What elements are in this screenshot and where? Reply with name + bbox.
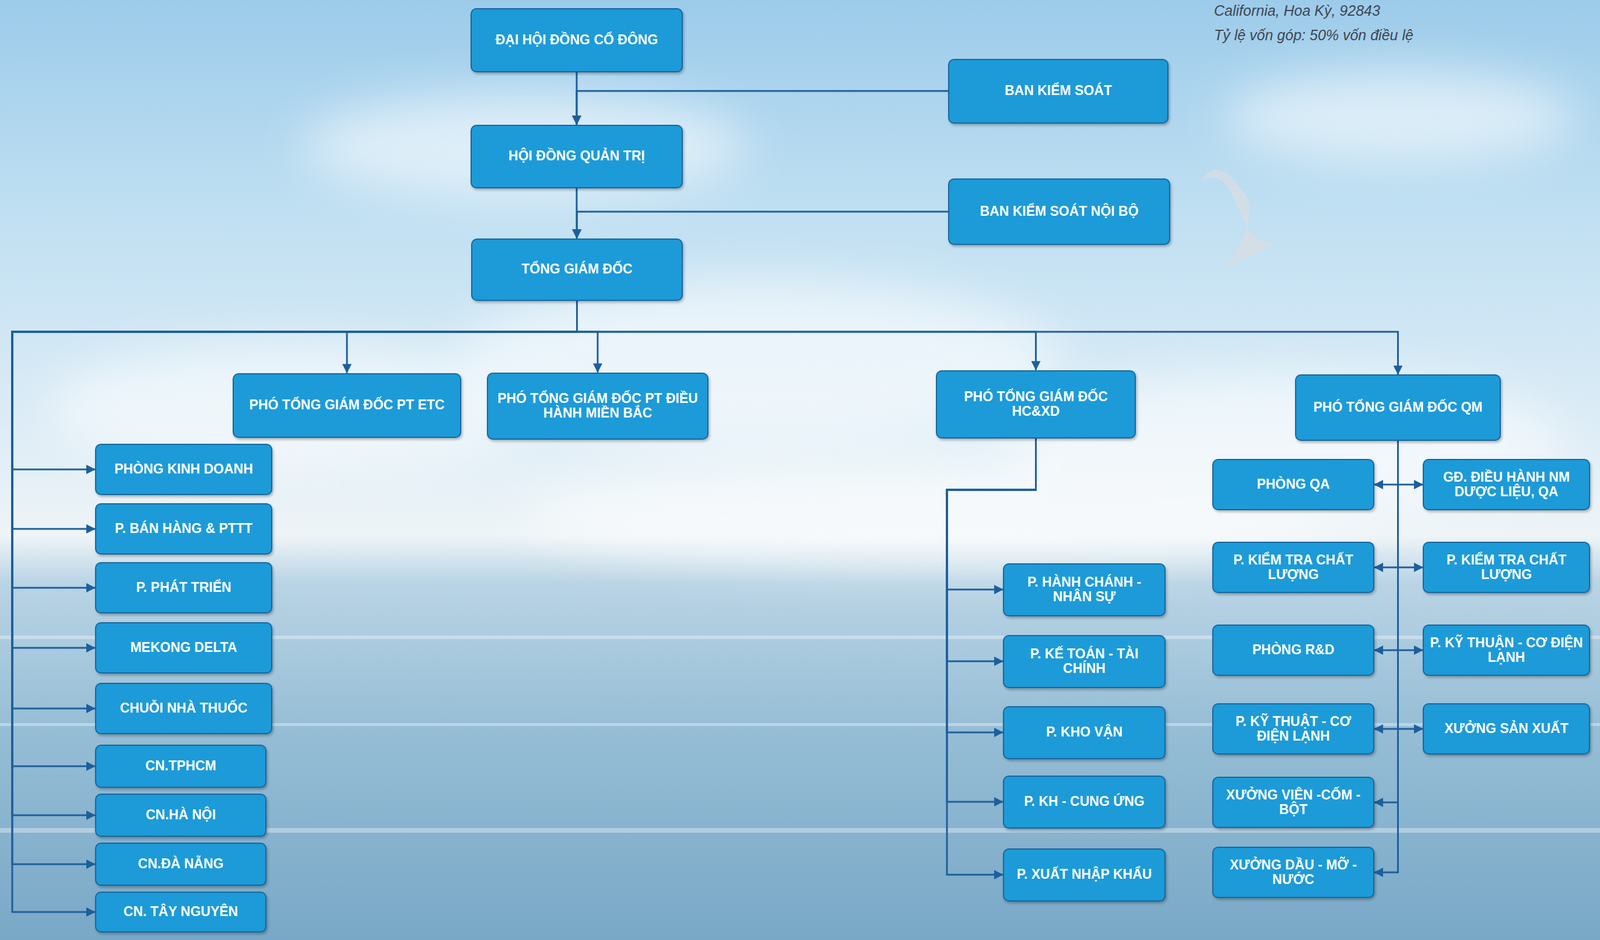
- org-box: P. KIỂM TRA CHẤT LƯỢNG: [1422, 541, 1591, 594]
- org-box: TỔNG GIÁM ĐỐC: [471, 238, 683, 301]
- connector: [12, 300, 578, 767]
- connector: [576, 90, 949, 125]
- box-label: XƯỞNG DẦU - MỠ - NƯỚC: [1218, 857, 1369, 888]
- box-label: P. KIỂM TRA CHẤT LƯỢNG: [1218, 552, 1369, 583]
- connector: [346, 300, 578, 374]
- org-box: GĐ. ĐIỀU HÀNH NM DƯỢC LIỆU, QA: [1422, 458, 1591, 511]
- org-box: P. XUẤT NHẬP KHẨU: [1002, 848, 1166, 902]
- connector: [1374, 440, 1399, 803]
- connector: [577, 211, 949, 239]
- box-label: PHÒNG KINH DOANH: [114, 461, 254, 477]
- org-box: CN. TÂY NGUYÊN: [95, 891, 267, 933]
- org-box: XƯỞNG DẦU - MỠ - NƯỚC: [1212, 846, 1375, 898]
- org-box: P. HÀNH CHÁNH - NHÂN SỰ: [1002, 563, 1166, 617]
- org-box: P. KẾ TOÁN - TÀI CHÍNH: [1002, 634, 1166, 689]
- connector: [577, 300, 599, 373]
- box-label: CN.HÀ NỘI: [145, 807, 216, 823]
- org-box: P. KIỂM TRA CHẤT LƯỢNG: [1212, 541, 1375, 594]
- org-box: BAN KIỂM SOÁT NỘI BỘ: [948, 178, 1171, 245]
- org-box: P. PHÁT TRIỂN: [95, 562, 273, 614]
- connector: [12, 300, 578, 710]
- box-label: PHÓ TỔNG GIÁM ĐỐC PT ĐIỀU HÀNH MIỀN BẮC: [492, 391, 703, 421]
- box-label: P. XUẤT NHẬP KHẨU: [1016, 867, 1153, 882]
- box-label: P. KHO VẬN: [1046, 724, 1123, 740]
- org-box: CN.HÀ NỘI: [95, 793, 267, 837]
- org-box: PHÒNG QA: [1212, 458, 1375, 511]
- box-label: CN.TPHCM: [145, 758, 216, 774]
- box-label: BAN KIỂM SOÁT: [1004, 83, 1112, 98]
- org-box: PHÓ TỔNG GIÁM ĐỐC HC&XD: [935, 370, 1136, 439]
- org-box: CN.TPHCM: [95, 744, 267, 788]
- org-box: P. KHO VẬN: [1002, 706, 1166, 760]
- box-label: MEKONG DELTA: [130, 640, 237, 655]
- org-box: P. BÁN HÀNG & PTTT: [95, 503, 273, 555]
- box-label: XƯỞNG SẢN XUẤT: [1444, 721, 1569, 736]
- org-box: XƯỞNG SẢN XUẤT: [1422, 703, 1591, 755]
- box-label: PHÒNG QA: [1256, 476, 1330, 492]
- org-box: P. KỸ THUẬN - CƠ ĐIỆN LẠNH: [1422, 624, 1591, 676]
- box-label: TỔNG GIÁM ĐỐC: [521, 261, 633, 277]
- connector: [1374, 440, 1399, 873]
- cloud: [303, 93, 747, 199]
- org-box: PHÒNG KINH DOANH: [95, 443, 273, 496]
- note-text: California, Hoa Kỳ, 92843: [1213, 2, 1381, 20]
- box-label: PHÓ TỔNG GIÁM ĐỐC QM: [1313, 400, 1483, 415]
- org-box: HỘI ĐỒNG QUẢN TRỊ: [470, 124, 683, 189]
- org-box: CN.ĐÀ NẴNG: [95, 842, 267, 886]
- org-box: P. KH - CUNG ỨNG: [1002, 775, 1166, 829]
- org-box: ĐẠI HỘI ĐỒNG CỔ ĐÔNG: [470, 8, 683, 73]
- box-label: PHÓ TỔNG GIÁM ĐỐC HC&XD: [941, 389, 1131, 420]
- box-label: P. KIỂM TRA CHẤT LƯỢNG: [1428, 552, 1585, 583]
- box-label: PHÒNG R&D: [1252, 642, 1335, 658]
- box-label: P. BÁN HÀNG & PTTT: [114, 521, 253, 536]
- connector: [946, 438, 1037, 662]
- box-label: BAN KIỂM SOÁT NỘI BỘ: [979, 204, 1139, 219]
- box-label: PHÓ TỔNG GIÁM ĐỐC PT ETC: [249, 397, 445, 413]
- org-box: PHÓ TỔNG GIÁM ĐỐC PT ETC: [232, 373, 462, 438]
- note-text: Tỷ lệ vốn góp: 50% vốn điều lệ: [1213, 26, 1414, 44]
- box-label: P. KỸ THUẬN - CƠ ĐIỆN LẠNH: [1428, 635, 1585, 666]
- box-label: CHUỖI NHÀ THUỐC: [120, 700, 248, 716]
- box-label: P. KỸ THUẬT - CƠ ĐIỆN LẠNH: [1218, 714, 1369, 745]
- box-label: GĐ. ĐIỀU HÀNH NM DƯỢC LIỆU, QA: [1428, 469, 1585, 500]
- box-label: P. HÀNH CHÁNH - NHÂN SỰ: [1008, 574, 1160, 605]
- box-label: CN. TÂY NGUYÊN: [123, 904, 238, 919]
- org-box: PHÓ TỔNG GIÁM ĐỐC PT ĐIỀU HÀNH MIỀN BẮC: [486, 372, 709, 440]
- seagull: [1201, 169, 1275, 269]
- org-box: PHÓ TỔNG GIÁM ĐỐC QM: [1295, 374, 1501, 441]
- org-box: MEKONG DELTA: [95, 622, 273, 674]
- box-label: P. KẾ TOÁN - TÀI CHÍNH: [1008, 646, 1160, 677]
- cloud: [1224, 69, 1575, 164]
- box-label: ĐẠI HỘI ĐỒNG CỔ ĐÔNG: [495, 32, 659, 48]
- connector: [577, 300, 1399, 375]
- connector: [577, 300, 1037, 371]
- org-box: BAN KIỂM SOÁT: [948, 58, 1169, 124]
- org-box: XƯỞNG VIÊN -CỐM - BỘT: [1212, 776, 1375, 828]
- box-label: HỘI ĐỒNG QUẢN TRỊ: [508, 148, 645, 164]
- connector: [12, 300, 578, 589]
- org-box: PHÒNG R&D: [1212, 624, 1375, 676]
- box-label: XƯỞNG VIÊN -CỐM - BỘT: [1218, 787, 1369, 818]
- box-label: P. KH - CUNG ỨNG: [1023, 794, 1145, 809]
- org-box: CHUỖI NHÀ THUỐC: [95, 682, 273, 735]
- box-label: P. PHÁT TRIỂN: [135, 580, 231, 595]
- connector: [12, 300, 578, 649]
- org-box: P. KỸ THUẬT - CƠ ĐIỆN LẠNH: [1212, 703, 1375, 755]
- box-label: CN.ĐÀ NẴNG: [138, 856, 224, 872]
